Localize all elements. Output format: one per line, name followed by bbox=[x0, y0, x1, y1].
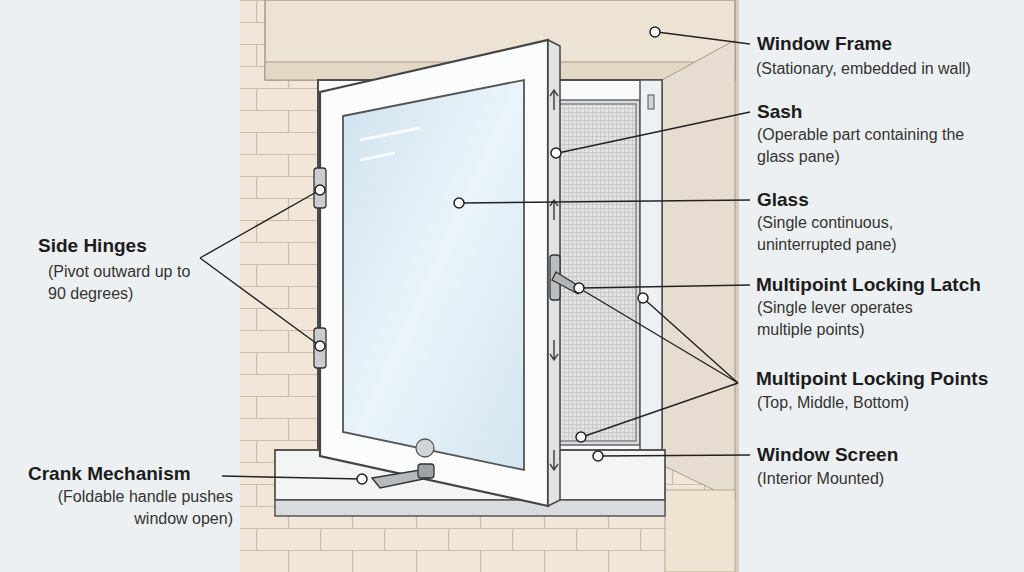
part-name: Glass bbox=[757, 188, 1017, 211]
part-description: (Interior Mounted) bbox=[757, 468, 1017, 490]
part-description: (Operable part containing the glass pane… bbox=[757, 124, 982, 168]
part-description: (Single continuous, uninterrupted pane) bbox=[757, 212, 942, 256]
part-name: Window Frame bbox=[757, 32, 1017, 55]
part-name: Multipoint Locking Points bbox=[756, 367, 1018, 390]
part-name: Side Hinges bbox=[38, 234, 208, 257]
part-description: (Pivot outward up to 90 degrees) bbox=[48, 261, 198, 305]
part-description: (Foldable handle pushes window open) bbox=[18, 486, 233, 530]
part-description: (Single lever operates multiple points) bbox=[757, 297, 957, 341]
part-name: Sash bbox=[757, 100, 1017, 123]
part-name: Window Screen bbox=[757, 443, 1017, 466]
part-description: (Top, Middle, Bottom) bbox=[757, 392, 1017, 414]
hinge bbox=[314, 168, 326, 208]
sash bbox=[320, 40, 548, 506]
part-name: Crank Mechanism bbox=[28, 462, 223, 485]
part-name: Multipoint Locking Latch bbox=[756, 273, 1018, 296]
hinge bbox=[314, 328, 326, 368]
part-description: (Stationary, embedded in wall) bbox=[756, 58, 1018, 80]
glass-pane bbox=[343, 80, 524, 470]
